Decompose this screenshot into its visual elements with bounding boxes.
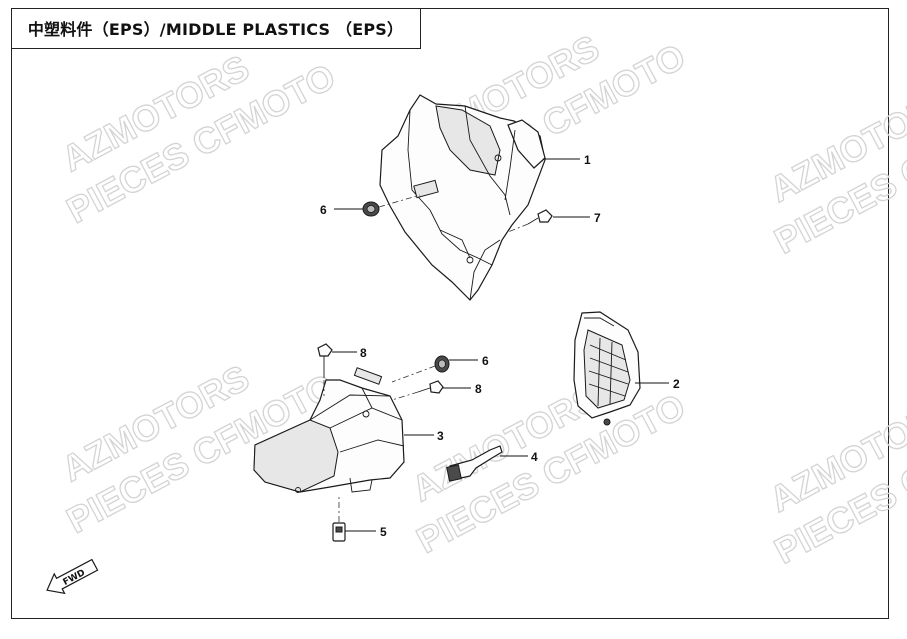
callout-6-upper: 6 (320, 203, 327, 217)
part-8-bolt-lower (391, 380, 444, 401)
part-3-lower-console (253, 367, 405, 493)
title-box: 中塑料件（EPS）/MIDDLE PLASTICS （EPS） (11, 8, 421, 49)
callout-7: 7 (594, 211, 601, 225)
callout-8-lower: 8 (475, 382, 482, 396)
callout-5: 5 (380, 525, 387, 539)
part-6-grommet-upper (362, 194, 421, 217)
callout-2: 2 (673, 377, 680, 391)
part-6-grommet-lower (391, 355, 450, 383)
callout-8-upper: 8 (360, 346, 367, 360)
part-5-nut-clip (332, 494, 346, 542)
part-2-grille-panel (573, 311, 641, 426)
part-7-screw (507, 209, 553, 233)
leader-lines (332, 158, 669, 532)
drawing-frame (11, 8, 889, 619)
callout-6-lower: 6 (482, 354, 489, 368)
part-4-clip (446, 445, 503, 482)
page-title: 中塑料件（EPS）/MIDDLE PLASTICS （EPS） (27, 20, 404, 39)
fwd-arrow-icon: FWD (46, 558, 99, 595)
part-1-middle-panel (379, 94, 546, 301)
callout-1: 1 (584, 153, 591, 167)
part-8-bolt-upper (317, 343, 333, 396)
callout-4: 4 (531, 450, 538, 464)
callout-numbers: 1 2 3 4 5 6 6 7 8 8 (320, 153, 680, 539)
callout-3: 3 (437, 429, 444, 443)
